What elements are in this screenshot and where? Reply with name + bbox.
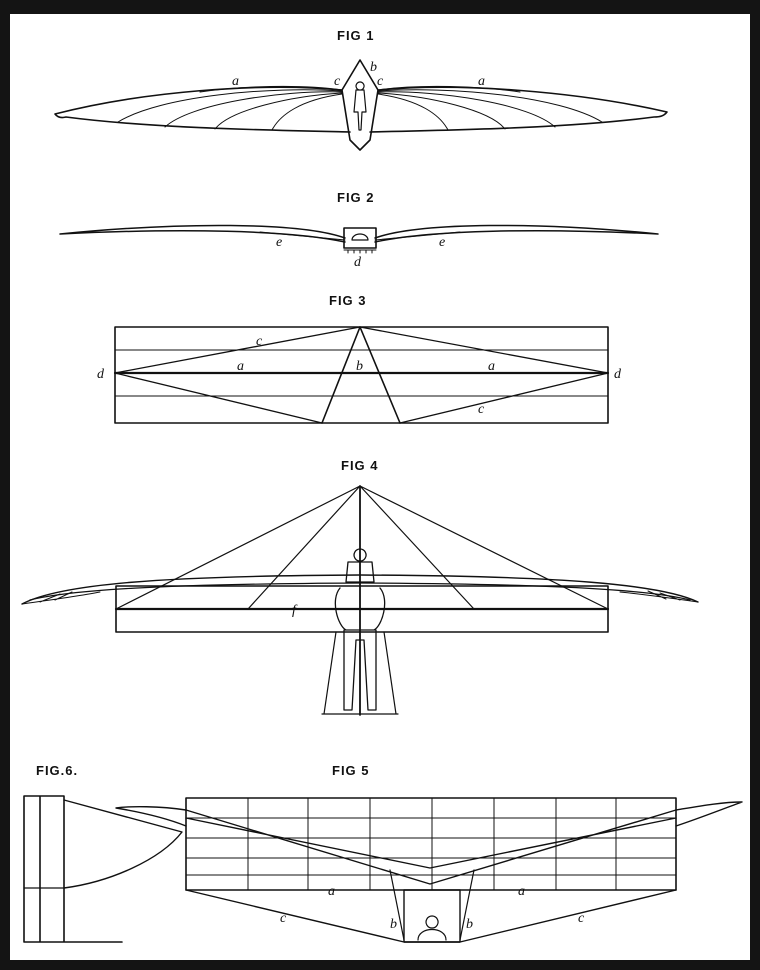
fig5-wing-tips <box>115 801 743 827</box>
fig6-upright-frame <box>23 795 123 943</box>
fig1-left-wing-outline <box>54 86 351 133</box>
fig5-letter-b-left: b <box>390 917 397 932</box>
fig1-letter-c-right: c <box>377 74 384 89</box>
fig1-letter-a-right: a <box>478 74 485 89</box>
fig6-drawing: FIG.6. <box>23 763 183 943</box>
fig5-grid <box>185 797 677 891</box>
fig2-left-wing <box>59 224 346 243</box>
fig3-letter-d-right: d <box>614 367 622 382</box>
fig2-letter-e-left: e <box>276 235 282 250</box>
fig5-letter-a-left: a <box>328 884 335 899</box>
fig2-title: FIG 2 <box>337 190 375 205</box>
fig2-letter-e-right: e <box>439 235 445 250</box>
fig2-car <box>343 227 377 249</box>
fig5-letter-a-right: a <box>518 884 525 899</box>
fig4-letter-f: f <box>292 603 298 618</box>
fig3-letter-c-top: c <box>256 334 263 349</box>
fig1-title: FIG 1 <box>337 28 375 43</box>
fig5-pilot <box>389 869 475 941</box>
fig5-frame <box>185 797 677 891</box>
fig3-horizontal-bars <box>114 349 609 397</box>
fig6-wing-curve <box>63 799 183 889</box>
fig2-right-wing <box>374 224 659 243</box>
fig3-letter-c-bottom: c <box>478 402 485 417</box>
fig2-letter-d: d <box>354 255 362 270</box>
fig6-title: FIG.6. <box>36 763 78 778</box>
fig5-letter-c-right: c <box>578 911 585 926</box>
fig1-letter-c-left: c <box>334 74 341 89</box>
fig1-pilot <box>353 81 367 131</box>
fig5-title: FIG 5 <box>332 763 370 778</box>
fig5-letter-b-right: b <box>466 917 473 932</box>
fig5-v-bracing <box>185 809 677 885</box>
paper-frame <box>10 14 750 960</box>
fig2-car-base <box>343 249 377 254</box>
fig3-center-triangle <box>321 326 401 424</box>
fig1-letter-b: b <box>370 60 377 75</box>
fig3-diagonals <box>114 326 609 424</box>
fig4-title: FIG 4 <box>341 458 379 473</box>
fig3-title: FIG 3 <box>329 293 367 308</box>
fig1-left-ribs <box>117 85 343 131</box>
fig1-drawing: FIG 1 a c b c a <box>54 28 668 151</box>
fig2-pilot-head <box>351 233 369 241</box>
fig4-drawing: FIG 4 f <box>21 458 699 716</box>
fig5-drawing: FIG 5 a a b b c c <box>115 763 743 943</box>
fig2-drawing: FIG 2 e d e <box>59 190 659 270</box>
fig3-frame <box>114 326 609 424</box>
fig2-wing-braces <box>259 231 461 241</box>
fig1-body-frame <box>341 59 379 151</box>
fig3-letter-a-left: a <box>237 359 244 374</box>
fig3-letter-d-left: d <box>97 367 105 382</box>
fig3-letter-b: b <box>356 359 363 374</box>
fig1-letter-a-left: a <box>232 74 239 89</box>
fig4-pilot <box>334 548 386 711</box>
fig4-kingpost-stays <box>115 485 609 610</box>
fig1-right-ribs <box>377 85 603 131</box>
fig5-car <box>403 889 461 943</box>
fig4-wing-tips <box>21 590 699 605</box>
fig3-letter-a-right: a <box>488 359 495 374</box>
fig5-letter-c-left: c <box>280 911 287 926</box>
fig3-drawing: FIG 3 c d a b a d c <box>97 293 622 424</box>
fig4-support-struts <box>321 631 399 715</box>
